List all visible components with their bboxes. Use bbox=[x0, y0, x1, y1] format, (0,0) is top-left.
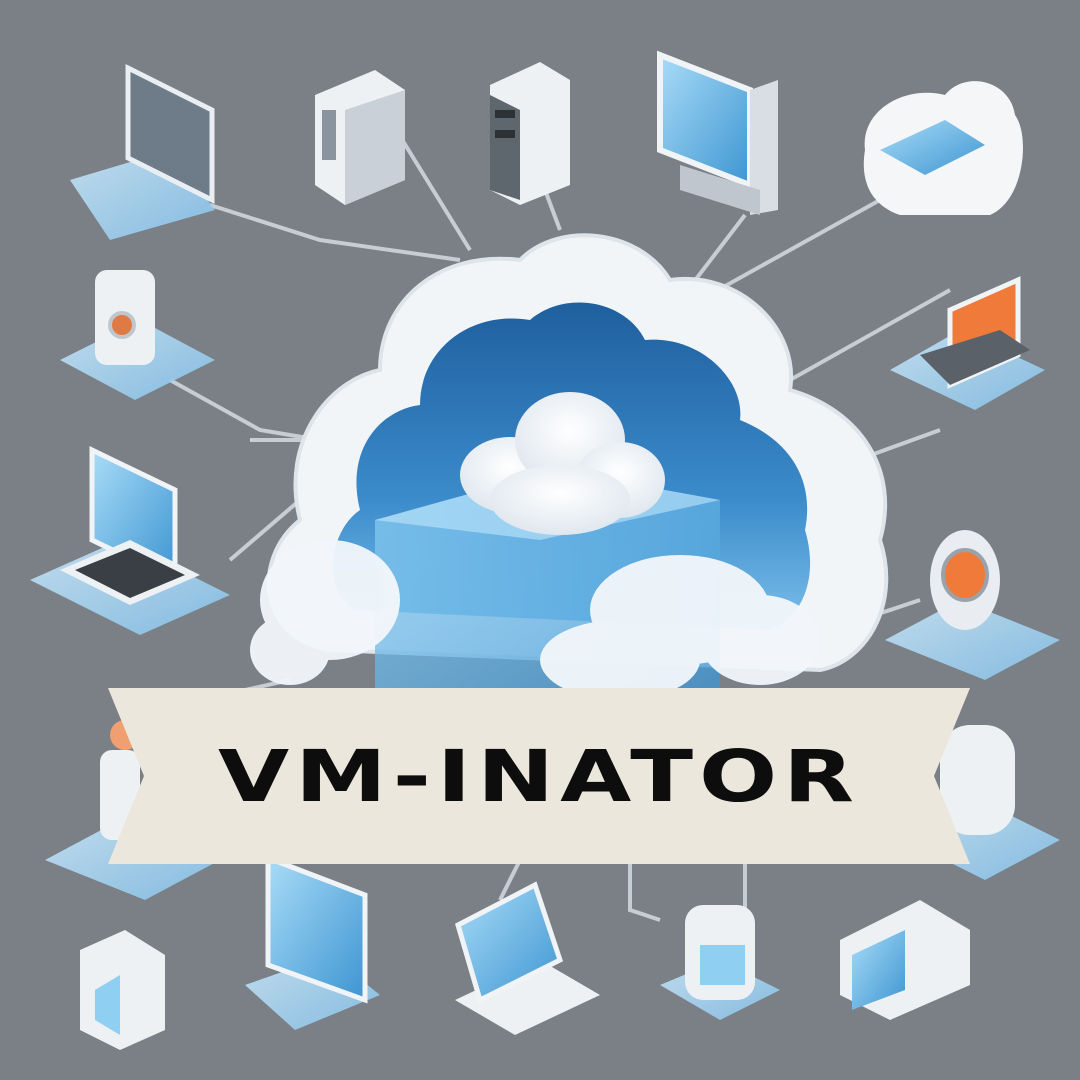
laptop-orange-screen-icon bbox=[890, 276, 1045, 410]
app-title: VM-INATOR bbox=[217, 734, 861, 818]
desktop-monitor-icon bbox=[657, 50, 778, 215]
monitor-icon bbox=[245, 854, 380, 1030]
cloud-storage-icon bbox=[863, 81, 1023, 215]
printer-icon bbox=[660, 905, 780, 1020]
storage-box-icon bbox=[80, 930, 165, 1050]
laptop-keyboard-icon bbox=[30, 446, 230, 635]
banner-shape bbox=[108, 688, 970, 864]
laptop-icon bbox=[70, 63, 215, 240]
central-cloud bbox=[250, 233, 889, 700]
router-icon bbox=[60, 270, 215, 400]
webcam-icon bbox=[885, 530, 1060, 680]
server-icon bbox=[315, 70, 405, 205]
title-banner: VM-INATOR bbox=[108, 688, 970, 864]
server-tower-icon bbox=[490, 62, 570, 205]
storage-unit-icon bbox=[840, 900, 970, 1020]
laptop-open-icon bbox=[455, 881, 600, 1035]
small-cloud-icon bbox=[460, 392, 665, 535]
